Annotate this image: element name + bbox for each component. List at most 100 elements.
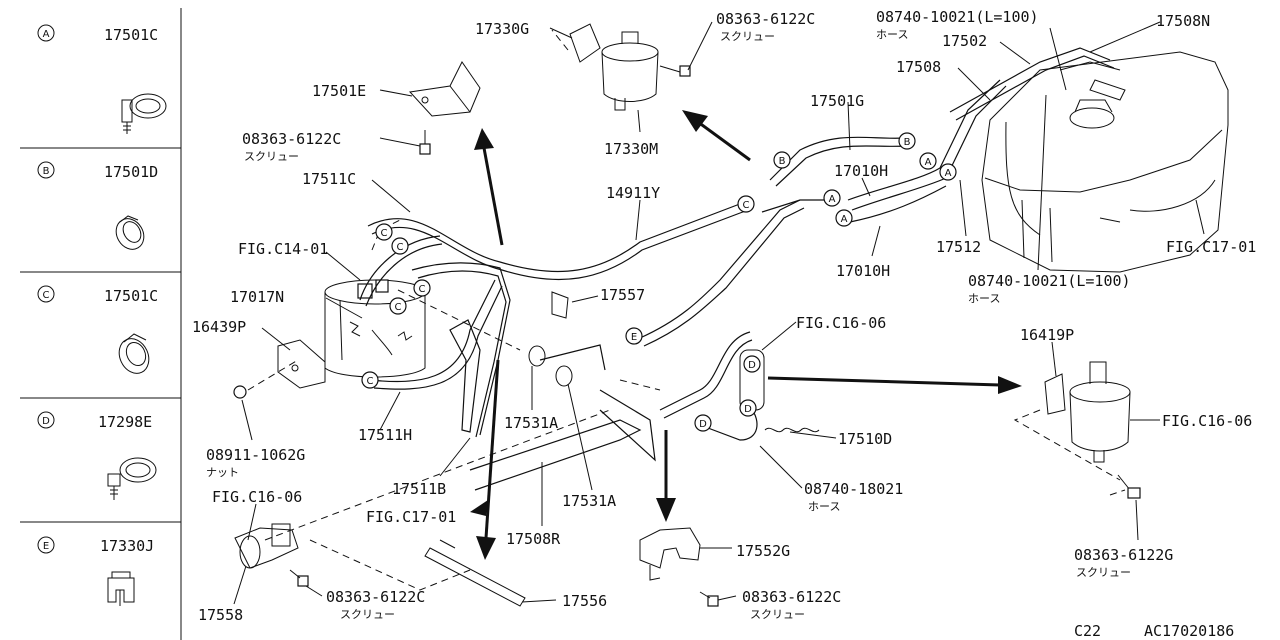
assembly-dashes xyxy=(247,29,1126,591)
part-label-17330g: 17330G xyxy=(475,20,529,38)
callout-b-marker: B xyxy=(773,151,791,169)
callout-c-marker: C xyxy=(375,223,393,241)
part-label-17502: 17502 xyxy=(942,32,987,50)
callout-a-marker: A xyxy=(823,189,841,207)
part-label-17508n: 17508N xyxy=(1156,12,1210,30)
part-label-figc1606-b: FIG.C16-06 xyxy=(212,488,302,506)
svg-text:C: C xyxy=(381,228,388,239)
legend-letter: B xyxy=(43,166,50,177)
svg-text:B: B xyxy=(904,137,911,148)
part-labels: 17330G 08363-6122C スクリュー 08740-10021(L=1… xyxy=(192,8,1256,640)
callout-d-marker: D xyxy=(694,414,712,432)
figure-code: AC17020186 xyxy=(1144,622,1234,640)
evap-canister xyxy=(324,279,426,378)
callout-c-marker: C xyxy=(413,279,431,297)
part-label-08911-sub: ナット xyxy=(206,466,239,479)
fuel-tank xyxy=(981,51,1229,273)
part-label-08740-top-sub: ホース xyxy=(876,28,908,41)
part-label-08363-left-sub: スクリュー xyxy=(244,150,299,163)
svg-text:D: D xyxy=(748,360,756,371)
part-label-08740-top: 08740-10021(L=100) xyxy=(876,8,1039,26)
screws xyxy=(289,130,719,607)
part-label-08363-left: 08363-6122C xyxy=(242,130,341,148)
svg-text:D: D xyxy=(744,404,752,415)
part-label-16419p: 16419P xyxy=(1020,326,1074,344)
part-label-17511c: 17511C xyxy=(302,170,356,188)
legend-part-number: 17298E xyxy=(98,413,152,431)
part-label-17508r: 17508R xyxy=(506,530,561,548)
part-label-08740-bot: 08740-18021 xyxy=(804,480,903,498)
legend-letter: A xyxy=(43,29,50,40)
svg-text:C: C xyxy=(397,242,404,253)
bracket-17552g xyxy=(639,527,701,581)
legend-part-number: 17501C xyxy=(104,287,158,305)
fuel-filter-top xyxy=(569,23,691,111)
part-label-figc1401: FIG.C14-01 xyxy=(238,240,328,258)
part-label-14911y: 14911Y xyxy=(606,184,660,202)
callout-d-marker: D xyxy=(739,399,757,417)
part-label-17330m: 17330M xyxy=(604,140,658,158)
part-label-08740-mid: 08740-10021(L=100) xyxy=(968,272,1131,290)
svg-text:E: E xyxy=(631,332,637,343)
callout-c-marker: C xyxy=(391,237,409,255)
strap-17556 xyxy=(424,539,526,607)
part-label-figc1701-right: FIG.C17-01 xyxy=(1166,238,1256,256)
clamp-17531a xyxy=(528,345,573,387)
part-label-17510d: 17510D xyxy=(838,430,892,448)
bracket-17501e xyxy=(408,61,481,117)
bracket-16439p xyxy=(277,339,326,389)
pipe-clip-icon xyxy=(107,571,135,606)
part-label-08363-b1: 08363-6122C xyxy=(326,588,425,606)
part-label-17010h-a: 17010H xyxy=(834,162,888,180)
hose-clamp-icon xyxy=(121,93,167,134)
svg-text:C: C xyxy=(395,302,402,313)
hose-fitting-17558 xyxy=(234,523,299,569)
part-label-08740-bot-sub: ホース xyxy=(808,500,840,513)
direction-arrows xyxy=(470,110,1022,560)
page-section-code: C22 xyxy=(1074,622,1101,640)
callout-d-marker: D xyxy=(743,355,761,373)
part-label-17508: 17508 xyxy=(896,58,941,76)
part-label-08363-top-sub: スクリュー xyxy=(720,30,775,43)
part-label-17558: 17558 xyxy=(198,606,243,624)
screw-icon xyxy=(699,591,719,607)
part-label-08740-mid-sub: ホース xyxy=(968,292,1000,305)
svg-text:A: A xyxy=(841,214,848,225)
part-label-17557: 17557 xyxy=(600,286,645,304)
legend-part-number: 17501D xyxy=(104,163,158,181)
callout-e-marker: E xyxy=(625,327,643,345)
svg-text:B: B xyxy=(779,156,786,167)
svg-text:C: C xyxy=(419,284,426,295)
part-label-16439p: 16439P xyxy=(192,318,246,336)
screw-icon xyxy=(419,130,431,155)
hose-clamp-icon xyxy=(107,457,157,500)
part-label-17511b: 17511B xyxy=(392,480,446,498)
svg-text:A: A xyxy=(945,168,952,179)
leader-lines xyxy=(233,21,1205,605)
callout-b-marker: B xyxy=(898,132,916,150)
svg-text:C: C xyxy=(743,200,750,211)
legend-item-d: D 17298E xyxy=(37,411,157,500)
part-label-17501e: 17501E xyxy=(312,82,366,100)
callout-a-marker: A xyxy=(835,209,853,227)
part-label-17512: 17512 xyxy=(936,238,981,256)
legend-letter: D xyxy=(42,416,50,427)
spring-clip-icon xyxy=(115,215,145,250)
part-label-17511h: 17511H xyxy=(358,426,412,444)
part-label-08363-b1-sub: スクリュー xyxy=(340,608,395,621)
part-label-17010h-b: 17010H xyxy=(836,262,890,280)
part-label-08911: 08911-1062G xyxy=(206,446,305,464)
part-label-17501g: 17501G xyxy=(810,92,864,110)
callout-a-marker: A xyxy=(919,152,937,170)
svg-text:A: A xyxy=(829,194,836,205)
legend-part-number: 17330J xyxy=(100,537,154,555)
legend-part-number: 17501C xyxy=(104,26,158,44)
part-label-17531a-a: 17531A xyxy=(504,414,558,432)
callout-c-marker: C xyxy=(737,195,755,213)
part-label-figc1606-a: FIG.C16-06 xyxy=(796,314,886,332)
part-label-17556: 17556 xyxy=(562,592,607,610)
legend-letter: E xyxy=(43,541,49,552)
screw-icon xyxy=(289,569,309,587)
legend-item-a: A 17501C xyxy=(37,24,167,134)
